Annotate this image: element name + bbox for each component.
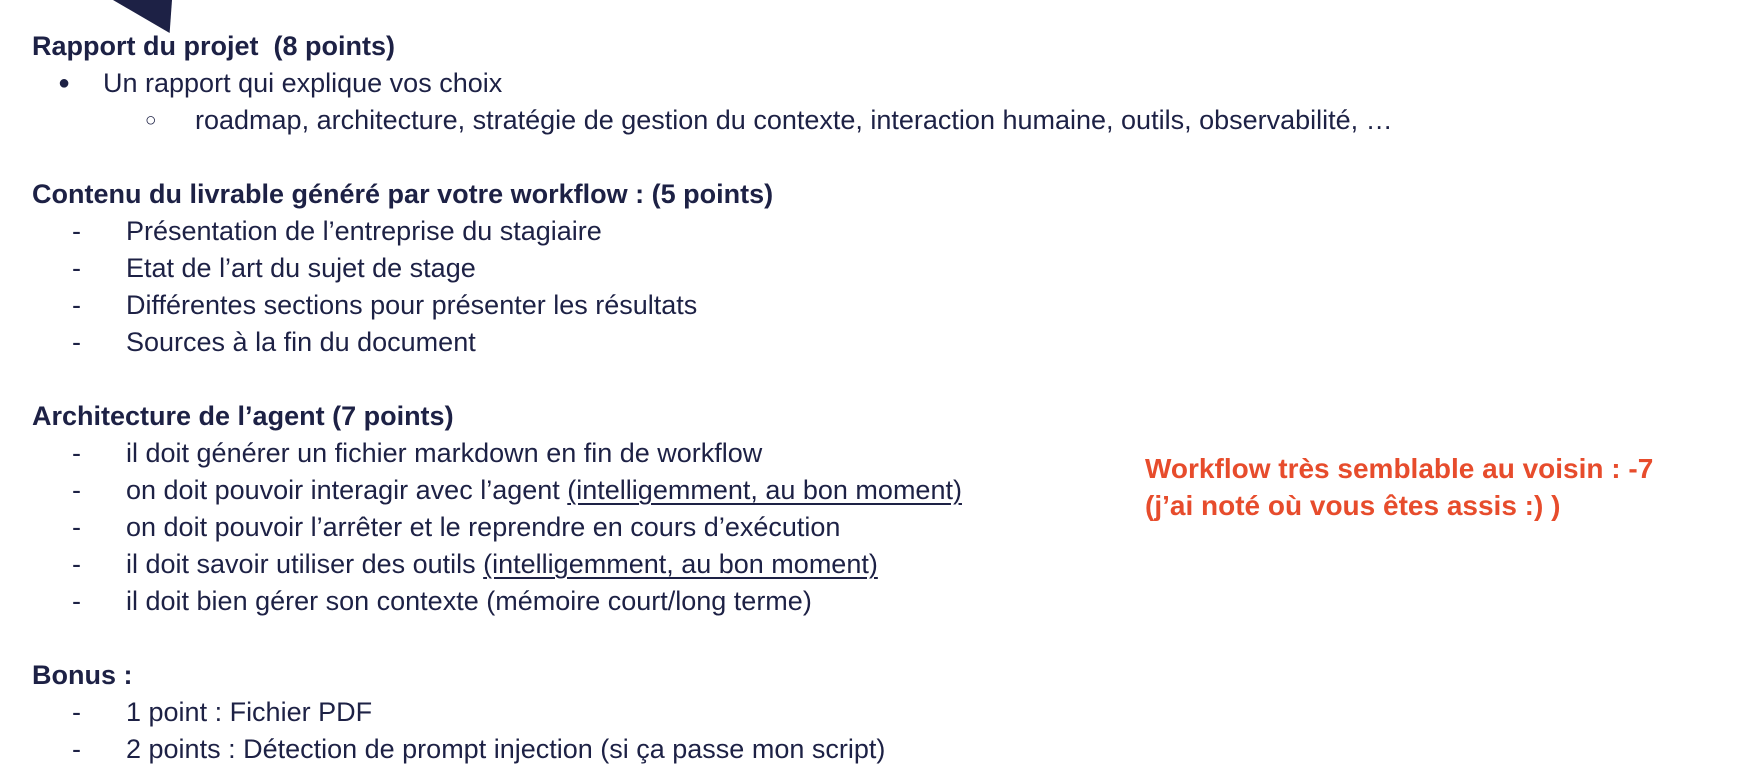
list-item: - Différentes sections pour présenter le… [32, 287, 1743, 324]
list-item: - 1 point : Fichier PDF [32, 694, 1743, 731]
section-title: Architecture de l’agent (7 points) [32, 401, 454, 431]
dash-bullet-icon: - [72, 253, 81, 283]
list-item-text: il doit savoir utiliser des outils (inte… [126, 546, 878, 583]
list-item-text: il doit bien gérer son contexte (mémoire… [126, 586, 812, 616]
dash-bullet-icon: - [72, 438, 81, 468]
list-item-text: il doit générer un fichier markdown en f… [126, 438, 763, 468]
list-item-text: Un rapport qui explique vos choix [103, 68, 503, 98]
section-title: Contenu du livrable généré par votre wor… [32, 179, 774, 209]
list-item-text: on doit pouvoir l’arrêter et le reprendr… [126, 512, 841, 542]
grader-comment-line-2: (j’ai noté où vous êtes assis :) ) [1145, 490, 1561, 521]
dash-bullet-icon: - [72, 734, 81, 764]
list-item: - Présentation de l’entreprise du stagia… [32, 213, 1743, 250]
grader-comment-line-1: Workflow très semblable au voisin : -7 [1145, 453, 1654, 484]
rubric-content: Rapport du projet (8 points) ● Un rappor… [32, 28, 1743, 768]
dash-bullet-icon: - [72, 512, 81, 542]
section-title: Rapport du projet (8 points) [32, 31, 395, 61]
list-item: - 2 points : Détection de prompt injecti… [32, 731, 1743, 768]
disc-bullet-icon: ● [58, 72, 71, 94]
dash-bullet-icon: - [72, 216, 81, 246]
list-item-text: Etat de l’art du sujet de stage [126, 253, 476, 283]
list-item: - il doit savoir utiliser des outils (in… [32, 546, 1743, 583]
list-item-text-underlined: (intelligemment, au bon moment) [567, 475, 962, 505]
list-item-text: roadmap, architecture, stratégie de gest… [195, 105, 1393, 135]
list-item: - on doit pouvoir l’arrêter et le repren… [32, 509, 1743, 546]
list-item: - il doit générer un fichier markdown en… [32, 435, 1743, 472]
list-item-text-plain: on doit pouvoir interagir avec l’agent [126, 475, 568, 505]
section-architecture-agent: Architecture de l’agent (7 points) - il … [32, 398, 1743, 620]
list-item: - Sources à la fin du document [32, 324, 1743, 361]
dash-bullet-icon: - [72, 290, 81, 320]
section-title: Bonus : [32, 660, 133, 690]
dash-bullet-icon: - [72, 697, 81, 727]
dash-bullet-icon: - [72, 549, 81, 579]
list-item-text: 1 point : Fichier PDF [126, 697, 373, 727]
list-item-text: Différentes sections pour présenter les … [126, 290, 698, 320]
list-item: - Etat de l’art du sujet de stage [32, 250, 1743, 287]
dash-bullet-icon: - [72, 586, 81, 616]
list-item-text-plain: il doit savoir utiliser des outils [126, 549, 484, 579]
list-item: - on doit pouvoir interagir avec l’agent… [32, 472, 1743, 509]
dash-bullet-icon: - [72, 475, 81, 505]
circle-bullet-icon: ○ [145, 110, 157, 131]
section-rapport-du-projet: Rapport du projet (8 points) ● Un rappor… [32, 28, 1743, 139]
list-item-text: on doit pouvoir interagir avec l’agent (… [126, 472, 962, 509]
list-item: ○ roadmap, architecture, stratégie de ge… [32, 102, 1743, 139]
list-item-text: Présentation de l’entreprise du stagiair… [126, 216, 602, 246]
section-bonus: Bonus : - 1 point : Fichier PDF - 2 poin… [32, 657, 1743, 768]
list-item-text: 2 points : Détection de prompt injection… [126, 734, 886, 764]
grader-comment: Workflow très semblable au voisin : -7 (… [1145, 450, 1725, 524]
list-item-text-underlined: (intelligemment, au bon moment) [483, 549, 878, 579]
list-item: ● Un rapport qui explique vos choix [32, 65, 1743, 102]
dash-bullet-icon: - [72, 327, 81, 357]
list-item-text: Sources à la fin du document [126, 327, 476, 357]
list-item: - il doit bien gérer son contexte (mémoi… [32, 583, 1743, 620]
section-contenu-du-livrable: Contenu du livrable généré par votre wor… [32, 176, 1743, 361]
